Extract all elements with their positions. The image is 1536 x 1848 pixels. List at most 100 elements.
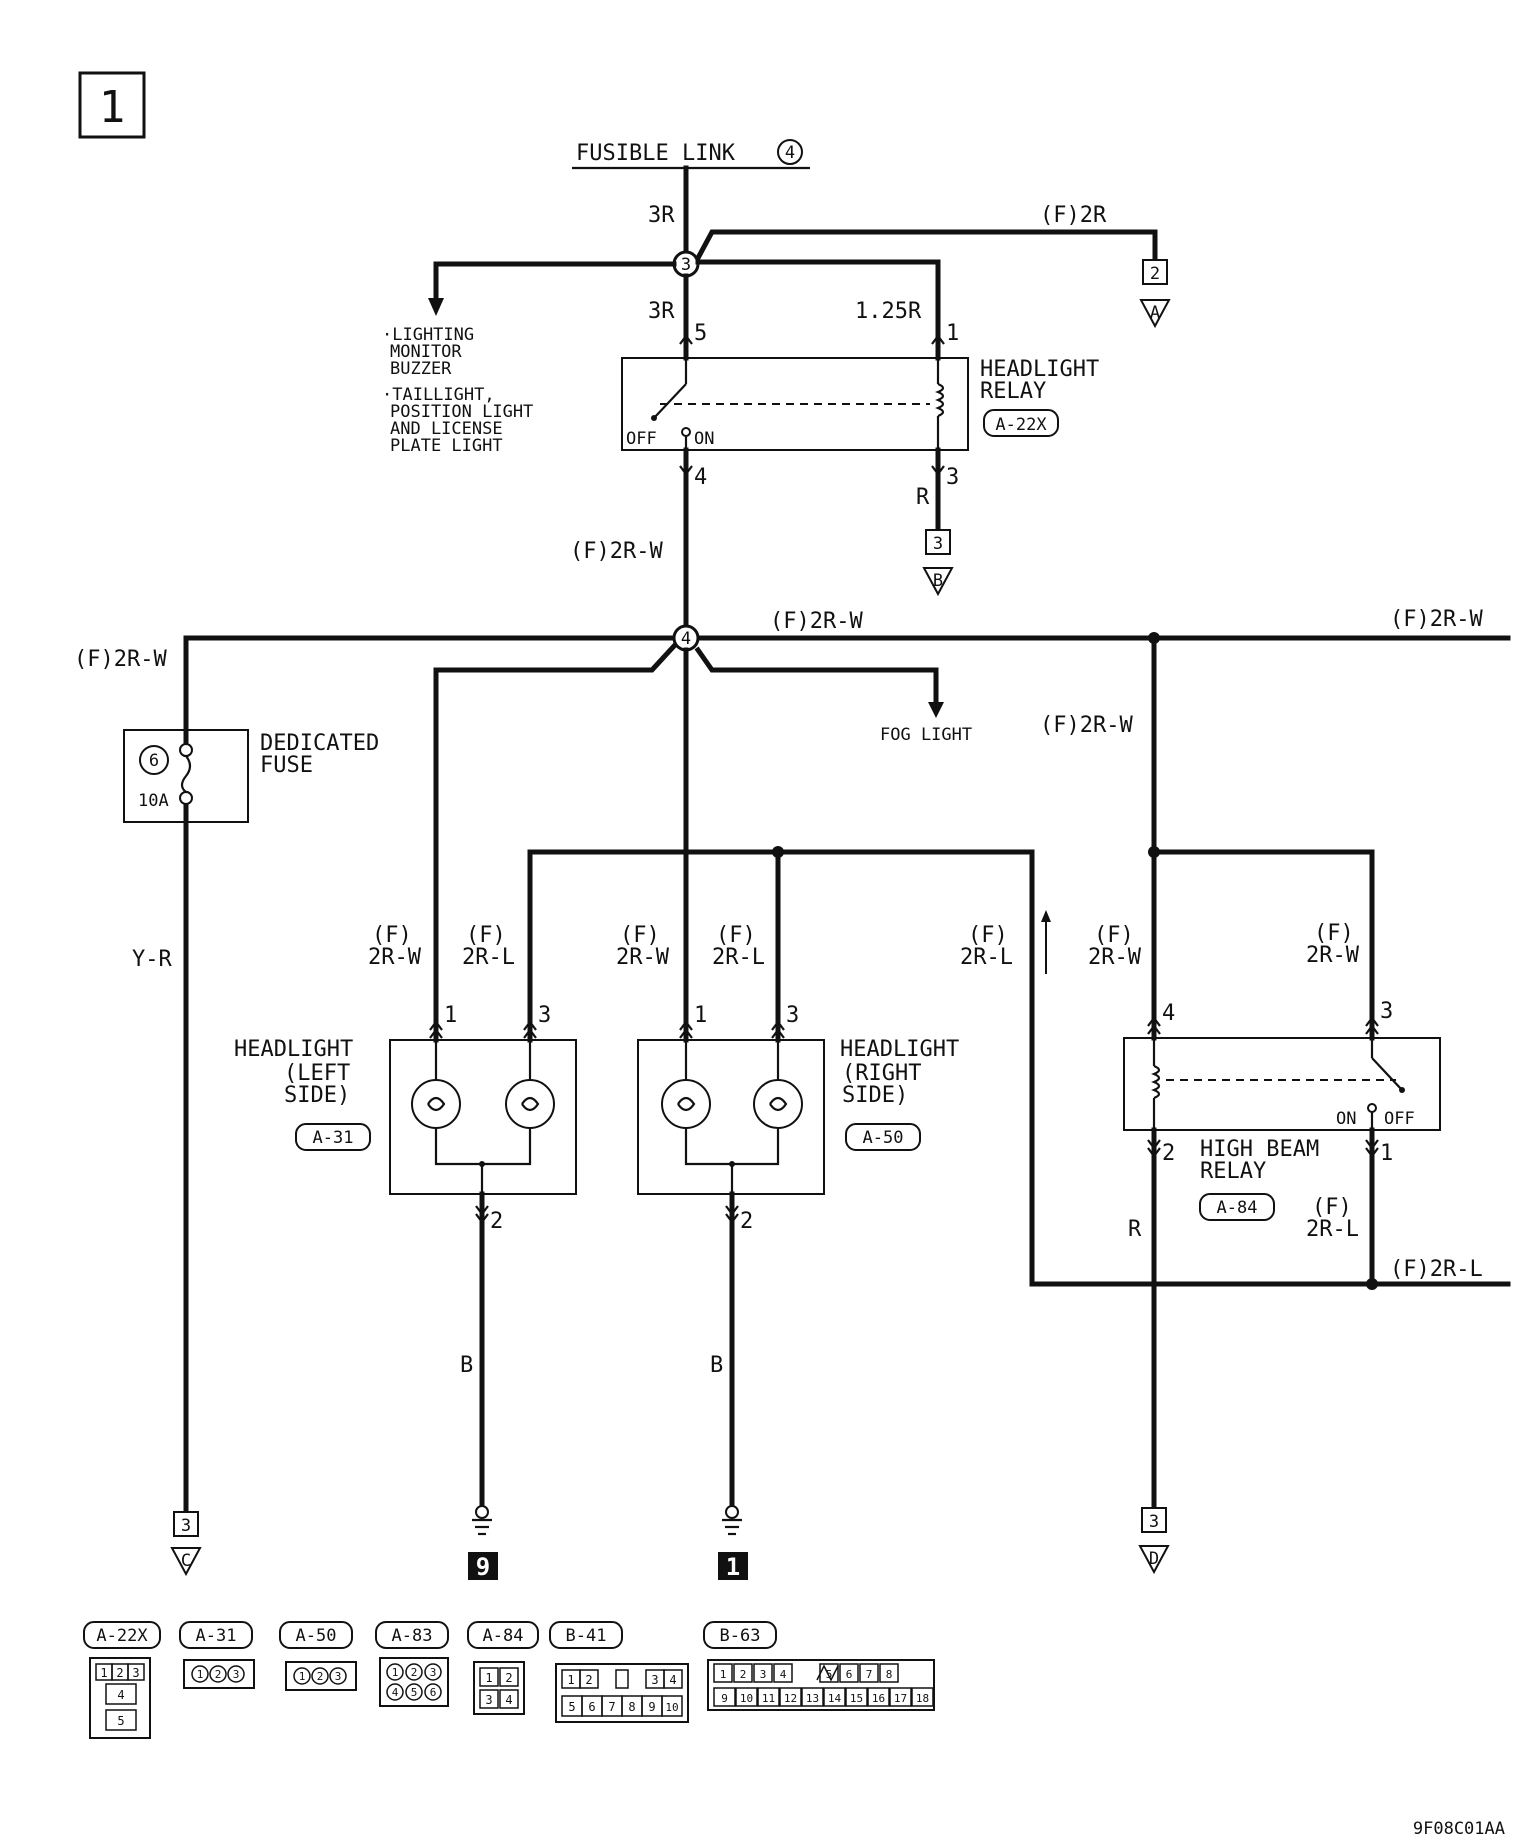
wire-label-right-hl-3b: 2R-L [712, 945, 765, 970]
wire-label-right-hl-3a: (F) [716, 923, 756, 948]
legend-a83-code: A-83 [392, 1626, 433, 1646]
svg-text:1: 1 [197, 1668, 204, 1681]
dedicated-fuse-rating: 10A [138, 791, 169, 811]
connector-b-page: 3 [933, 534, 943, 554]
legend-pin-cell [713, 1687, 736, 1707]
wire-label-branch-a: (F)2R [1040, 203, 1107, 228]
wire-label-hb-3b: 2R-W [1306, 943, 1360, 968]
wire-label-return-1: (F) [968, 923, 1008, 948]
connector-c-letter: C [181, 1551, 191, 1571]
headlight-relay-box [621, 357, 969, 451]
legend-pin-label: 8 [886, 1668, 893, 1681]
legend-pin-cell [889, 1687, 912, 1707]
headlight-left-name-3: SIDE) [284, 1083, 350, 1108]
high-beam-relay-name-2: RELAY [1200, 1159, 1266, 1184]
splice-top-number: 3 [681, 255, 691, 275]
headlight-right-pin-2: 2 [740, 1209, 753, 1234]
high-beam-relay-pin-3: 3 [1380, 999, 1393, 1024]
legend-pin-cell [867, 1687, 890, 1707]
headlight-right-name-2: (RIGHT [842, 1061, 921, 1086]
ground-right-box [718, 1552, 748, 1580]
headlight-left-code: A-31 [313, 1128, 354, 1148]
svg-text:5: 5 [568, 1700, 575, 1714]
svg-text:3: 3 [651, 1673, 658, 1687]
headlight-left-name-2: (LEFT [284, 1061, 350, 1086]
legend-pin-cell [879, 1663, 899, 1683]
wire-label-fuse-out: Y-R [132, 947, 172, 972]
wire-label-left-hl-1b: 2R-W [368, 945, 422, 970]
legend-pin-cell [823, 1687, 846, 1707]
svg-text:3: 3 [430, 1666, 437, 1679]
svg-text:2: 2 [116, 1666, 123, 1680]
legend-pin-label: 9 [721, 1692, 728, 1705]
wire-label-left-hl-3a: (F) [466, 923, 506, 948]
ground-left-box [468, 1552, 498, 1580]
page-number: 1 [99, 82, 126, 133]
svg-text:5: 5 [411, 1686, 418, 1699]
connector-d-page: 3 [1149, 1512, 1159, 1532]
headlight-right-pin-3: 3 [786, 1003, 799, 1028]
headlight-relay-off: OFF [626, 429, 657, 449]
high-beam-relay-pin-2: 2 [1162, 1141, 1175, 1166]
headlight-relay-pin-3: 3 [946, 465, 959, 490]
svg-text:1: 1 [299, 1670, 306, 1683]
wire-label-bus-left: (F)2R-W [74, 647, 167, 672]
connector-c-triangle [170, 1547, 202, 1577]
wire-label-hb-2: R [1128, 1217, 1142, 1242]
svg-text:AND LICENSE: AND LICENSE [390, 419, 503, 439]
svg-text:2: 2 [505, 1671, 512, 1685]
high-beam-relay-name-1: HIGH BEAM [1200, 1137, 1319, 1162]
high-beam-relay-code: A-84 [1217, 1198, 1258, 1218]
legend-pin-cell [773, 1663, 793, 1683]
headlight-right-name-1: HEADLIGHT [840, 1037, 959, 1062]
connector-b-page-box [925, 529, 951, 555]
wire-label-right-gnd: B [710, 1353, 723, 1378]
dedicated-fuse-number: 6 [149, 751, 159, 771]
svg-text:4: 4 [117, 1688, 124, 1702]
legend-pin-label: 17 [894, 1692, 907, 1705]
svg-text:3: 3 [233, 1668, 240, 1681]
legend-pin-cell [911, 1687, 934, 1707]
high-beam-relay-pin-4: 4 [1162, 1001, 1175, 1026]
legend-a84-code: A-84 [483, 1626, 524, 1646]
headlight-relay-on: ON [694, 429, 714, 449]
svg-text:1: 1 [100, 1666, 107, 1680]
legend-pin-label: 4 [780, 1668, 787, 1681]
svg-text:8: 8 [628, 1700, 635, 1714]
headlight-left-pin-1: 1 [444, 1003, 457, 1028]
connector-a-page-box [1142, 259, 1168, 285]
headlight-right-code: A-50 [863, 1128, 904, 1148]
wire-label-hb-3a: (F) [1314, 921, 1354, 946]
ground-left-number: 9 [476, 1553, 490, 1581]
svg-text:2: 2 [317, 1670, 324, 1683]
legend-a31-code: A-31 [196, 1626, 237, 1646]
legend-key-mark [816, 1664, 839, 1682]
wire-label-hb-1b: 2R-L [1306, 1217, 1359, 1242]
headlight-relay-pin-4: 4 [694, 465, 707, 490]
svg-text:MONITOR: MONITOR [390, 342, 462, 362]
svg-text:5: 5 [117, 1714, 124, 1728]
wire-label-right-hl-1b: 2R-W [616, 945, 670, 970]
svg-text:POSITION LIGHT: POSITION LIGHT [390, 402, 533, 422]
wire-label-left-hl-1a: (F) [372, 923, 412, 948]
legend-pin-label: 10 [740, 1692, 753, 1705]
legend-pin-label: 3 [760, 1668, 767, 1681]
legend-pin-label: 16 [872, 1692, 885, 1705]
wire-label-left-gnd: B [460, 1353, 473, 1378]
legend-pin-label: 14 [828, 1692, 842, 1705]
page-number-box [78, 71, 146, 139]
figure-code: 9F08C01AA [1413, 1819, 1505, 1839]
wire-label-bus-center: (F)2R-W [770, 609, 863, 634]
fog-light-label: FOG LIGHT [880, 725, 972, 745]
connector-c-page: 3 [181, 1516, 191, 1536]
svg-text:2: 2 [585, 1673, 592, 1687]
legend-pin-label: 6 [846, 1668, 853, 1681]
svg-text:2: 2 [411, 1666, 418, 1679]
headlight-right-name-3: SIDE) [842, 1083, 908, 1108]
dedicated-fuse-box [123, 729, 249, 823]
headlight-relay-code: A-22X [995, 415, 1047, 435]
headlight-relay-pin-5: 5 [694, 321, 707, 346]
dedicated-fuse-name-2: FUSE [260, 753, 313, 778]
svg-text:PLATE LIGHT: PLATE LIGHT [390, 436, 503, 456]
